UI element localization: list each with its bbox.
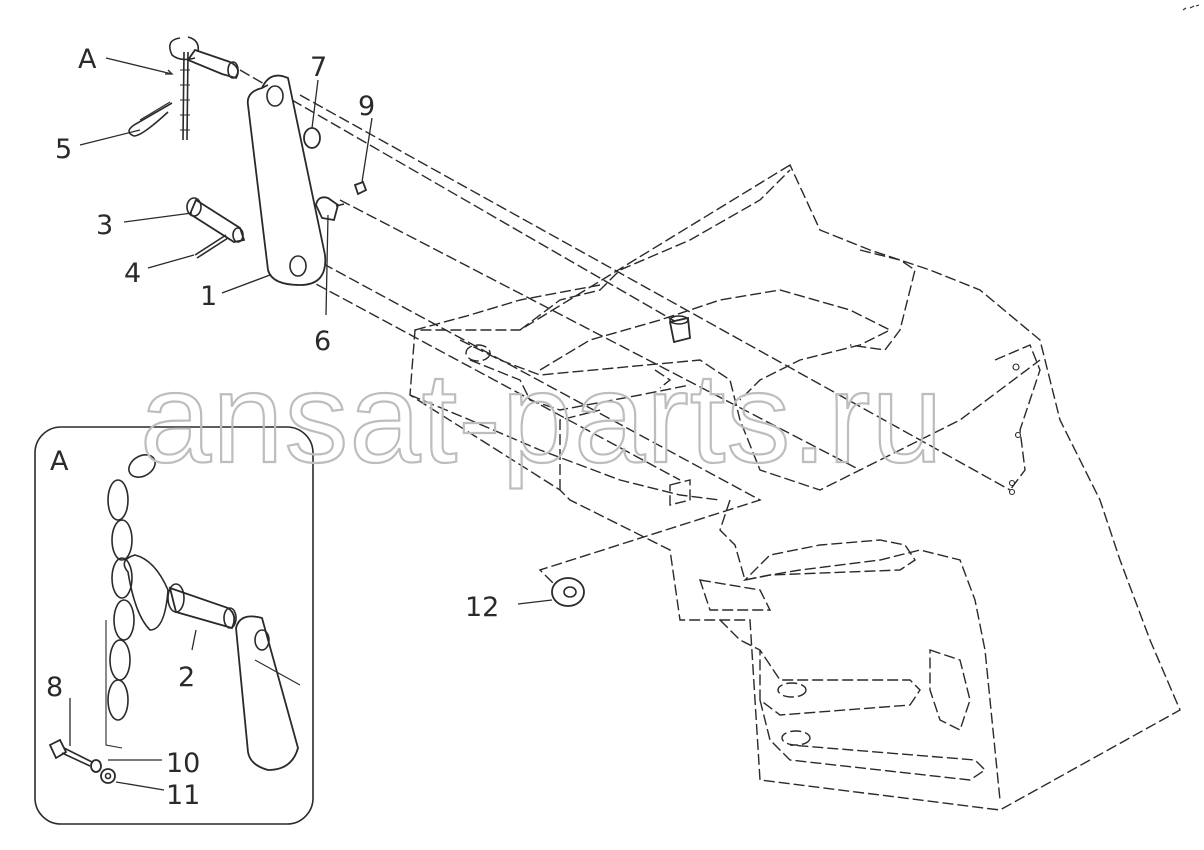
plug-part-7 [303,127,321,149]
watermark-text: ansat-parts.ru [140,347,944,490]
frame-assembly [409,163,1181,811]
washer-part-12 [551,577,585,607]
assembly-axis-lines [239,69,1011,591]
grease-fitting-part-6 [315,196,345,222]
link-plate-part-1 [246,74,327,286]
detail-lock-washer-part-10 [90,759,102,773]
detail-bolt-part-8 [48,738,93,767]
callout-8: 8 [46,672,63,703]
leader-lines [69,57,553,791]
callout-A: A [78,44,97,75]
lower-pin-part-3 [186,197,246,243]
detail-view-label: A [50,446,69,477]
callout-6: 6 [314,326,331,357]
detail-view-a [34,426,314,825]
callout-2: 2 [178,662,195,693]
bushing-on-frame [668,315,691,344]
callout-5: 5 [55,134,72,165]
cotter-pin-part-4 [194,234,229,259]
corner-mark [1182,4,1200,11]
spring-clip-part-5 [128,101,173,137]
callout-3: 3 [96,210,113,241]
callout-12: 12 [465,592,499,623]
callout-9: 9 [358,91,375,122]
pin-with-chain-top [169,36,239,141]
detail-chain [105,454,156,749]
callout-4: 4 [124,258,141,289]
callout-10: 10 [166,748,200,779]
detail-washer-part-11 [100,768,116,784]
detail-pin-part-2 [123,554,237,631]
callout-1: 1 [200,281,217,312]
callout-11: 11 [166,780,200,811]
nut-part-9 [353,180,368,196]
detail-link-end [235,615,301,771]
callout-labels: A 5 3 4 1 6 7 9 12 A 2 8 10 11 [46,44,499,811]
callout-7: 7 [310,52,327,83]
